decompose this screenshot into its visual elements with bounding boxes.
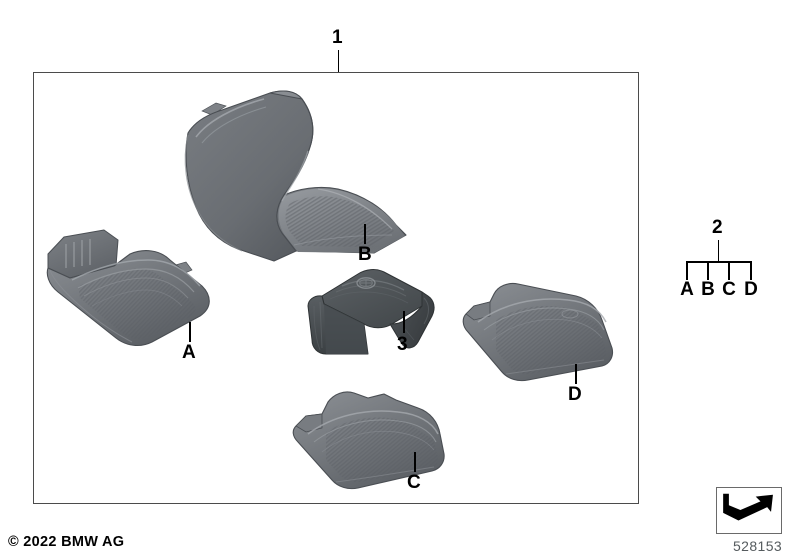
legend-bracket-group: 2 A B C D xyxy=(676,218,772,304)
callout-label-a: A xyxy=(182,342,197,363)
callout-label-1: 1 xyxy=(332,27,344,48)
callout-leader-1 xyxy=(337,50,340,72)
legend-tick-a xyxy=(686,261,688,280)
view-direction-icon-box xyxy=(716,487,782,534)
diagram-id-number: 528153 xyxy=(733,538,783,554)
view-direction-arrow-icon xyxy=(723,493,773,521)
legend-label-a: A xyxy=(680,279,694,300)
legend-horizontal-bar xyxy=(686,261,752,263)
legend-label-b: B xyxy=(701,279,715,300)
part-d-rear-floor-mat-right xyxy=(462,282,614,382)
callout-label-c: C xyxy=(407,472,422,493)
callout-leader-b xyxy=(364,224,366,244)
legend-tick-d xyxy=(750,261,752,280)
part-a-front-floor-mat-left xyxy=(46,229,210,347)
legend-tick-b xyxy=(707,261,709,280)
legend-group-label: 2 xyxy=(712,217,723,238)
callout-label-3: 3 xyxy=(397,334,409,355)
legend-label-c: C xyxy=(722,279,736,300)
callout-leader-a xyxy=(189,322,191,342)
callout-leader-3 xyxy=(403,311,405,333)
part-3-tunnel-cover-mat xyxy=(307,269,435,355)
bmw-roundel-emblem xyxy=(356,277,376,289)
callout-leader-c xyxy=(414,452,416,472)
part-b-front-floor-mat-right xyxy=(184,90,407,262)
legend-tick-c xyxy=(728,261,730,280)
legend-stem xyxy=(717,240,720,262)
emboss-mark xyxy=(561,309,579,319)
callout-label-d: D xyxy=(568,384,583,405)
part-c-rear-floor-mat-left xyxy=(292,391,445,490)
callout-leader-d xyxy=(575,364,577,384)
callout-label-b: B xyxy=(358,244,373,265)
copyright-notice: © 2022 BMW AG xyxy=(8,534,125,550)
legend-label-d: D xyxy=(744,279,758,300)
